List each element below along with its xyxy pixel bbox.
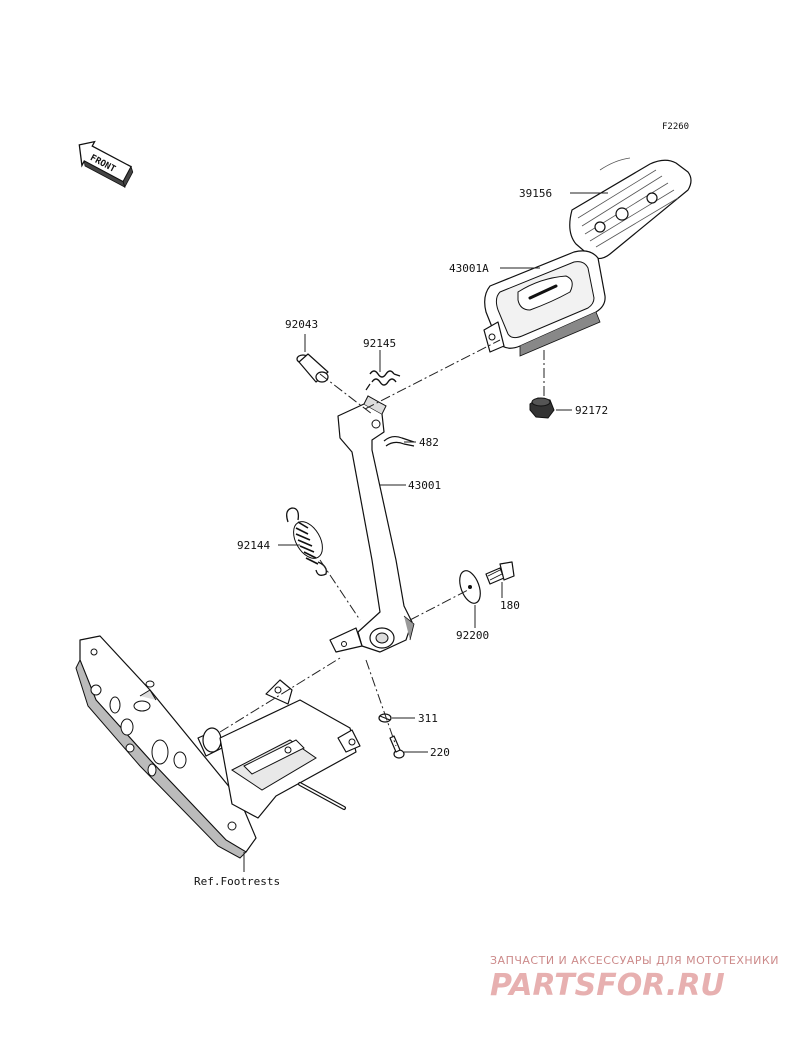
adjust-screw	[389, 735, 405, 759]
nut	[529, 397, 555, 419]
label-ref-footrests: Ref.Footrests	[194, 875, 280, 888]
label-311: 311	[418, 712, 438, 725]
label-92145: 92145	[363, 337, 396, 350]
watermark-logo: PARTSFOR.RU	[490, 968, 725, 1003]
pivot-bolt	[485, 561, 515, 585]
pedal-plate	[483, 250, 606, 357]
watermark: ЗАПЧАСТИ И АКСЕССУАРЫ ДЛЯ МОТОТЕХНИКИ PA…	[490, 954, 779, 1003]
pedal-rubber-pad	[569, 157, 692, 260]
footrest-bracket	[75, 635, 361, 859]
torsion-spring	[365, 370, 401, 391]
label-39156: 39156	[519, 187, 552, 200]
label-43001A: 43001A	[449, 262, 489, 275]
label-92200: 92200	[456, 629, 489, 642]
label-43001: 43001	[408, 479, 441, 492]
label-180: 180	[500, 599, 520, 612]
label-482: 482	[419, 436, 439, 449]
label-220: 220	[430, 746, 450, 759]
label-92043: 92043	[285, 318, 318, 331]
return-spring	[286, 507, 327, 576]
front-arrow-icon: FRONT	[78, 140, 134, 189]
clevis-pin	[296, 353, 329, 383]
figure-code: F2260	[662, 122, 689, 132]
label-92172: 92172	[575, 404, 608, 417]
brake-pedal-arm	[329, 395, 415, 653]
cotter-pin	[383, 435, 415, 447]
washer	[459, 570, 481, 604]
leader-lines	[219, 192, 608, 872]
watermark-tagline: ЗАПЧАСТИ И АКСЕССУАРЫ ДЛЯ МОТОТЕХНИКИ	[490, 954, 779, 967]
label-92144: 92144	[237, 539, 270, 552]
